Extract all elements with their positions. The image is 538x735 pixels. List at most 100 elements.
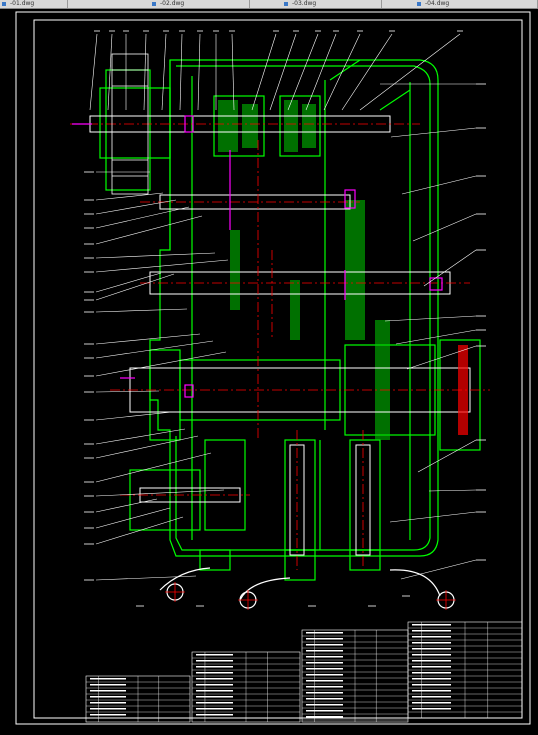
table-cell-text-placeholder [196,714,233,716]
leader-line [323,33,361,111]
pulley [111,53,149,195]
document-tab-3[interactable]: -03.dwg [282,0,382,8]
leader-line [251,33,277,111]
leader-line [401,175,477,195]
parts-list-rows [86,622,522,722]
table-cell-text-placeholder [306,698,343,700]
table-cell-text-placeholder [306,710,343,712]
leader-line [95,390,160,393]
table-cell-text-placeholder [196,690,233,692]
leader-line [179,33,183,111]
gear-sections [218,100,390,440]
sheet-inner-border [33,19,523,719]
leader-line [95,351,227,377]
leader-line [95,215,203,245]
cad-drawing-canvas[interactable] [0,9,538,731]
leader-line [428,489,477,492]
dwg-file-icon [2,2,6,6]
table-cell-text-placeholder [306,704,343,706]
table-cell-text-placeholder [90,684,126,686]
table-cell-text-placeholder [306,632,343,634]
dwg-file-icon [152,2,156,6]
part-leader-lines [89,33,477,581]
centerlines [70,123,490,570]
table-cell-text-placeholder [196,708,233,710]
leader-line [384,315,477,322]
table-cell-text-placeholder [412,636,451,638]
table-cell-text-placeholder [196,660,233,662]
leader-line [95,252,216,259]
table-cell-text-placeholder [90,714,126,716]
table-cell-text-placeholder [90,702,126,704]
leader-line [95,273,175,301]
table-cell-text-placeholder [196,654,233,656]
leader-line [231,33,235,111]
leader-line [341,33,393,111]
parts-list-entries [90,624,451,718]
table-cell-text-placeholder [196,678,233,680]
document-tab-2[interactable]: -02.dwg [150,0,250,8]
table-cell-text-placeholder [412,648,451,650]
table-cell-text-placeholder [412,690,451,692]
document-tab-1[interactable]: -01.dwg [0,0,68,8]
table-cell-text-placeholder [306,692,343,694]
document-tab-label: -03.dwg [292,0,317,7]
leader-line [406,345,477,370]
leader-line [95,192,164,201]
leader-line [95,340,214,359]
table-cell-text-placeholder [196,684,233,686]
leader-line [95,199,177,215]
leader-line [89,33,98,111]
leader-line [95,333,201,345]
table-cell-text-placeholder [306,680,343,682]
table-cell-text-placeholder [90,708,126,710]
table-cell-text-placeholder [196,702,233,704]
magenta-details [72,115,443,398]
table-cell-text-placeholder [412,702,451,704]
table-cell-text-placeholder [306,650,343,652]
leader-line [417,439,477,473]
table-cell-text-placeholder [306,662,343,664]
handle-centerlines [165,582,456,610]
leader-line [95,206,190,229]
sheet-outer-border [15,11,531,725]
table-cell-text-placeholder [412,684,451,686]
leader-line [400,559,477,580]
table-cell-text-placeholder [306,674,343,676]
table-cell-text-placeholder [412,678,451,680]
leader-line [95,452,212,483]
table-cell-text-placeholder [196,672,233,674]
leader-line [143,33,147,111]
table-cell-text-placeholder [306,638,343,640]
gearbox-assembly-drawing [15,11,531,725]
table-cell-text-placeholder [196,666,233,668]
leader-line [95,272,162,293]
table-cell-text-placeholder [90,678,126,680]
table-cell-text-placeholder [306,668,343,670]
document-tab-label: -01.dwg [10,0,35,7]
table-cell-text-placeholder [412,672,451,674]
table-cell-text-placeholder [306,644,343,646]
table-cell-text-placeholder [412,654,451,656]
leader-line [287,33,319,111]
table-cell-text-placeholder [90,690,126,692]
table-cell-text-placeholder [90,696,126,698]
table-cell-text-placeholder [306,716,343,718]
leader-line [95,435,199,459]
document-tab-label: -04.dwg [425,0,450,7]
dwg-file-icon [284,2,288,6]
leader-line [395,329,477,345]
leader-line [269,33,297,111]
document-tab-bar: -01.dwg -02.dwg -03.dwg -04.dwg [0,0,538,9]
leader-line [95,516,184,545]
shafts [89,115,471,556]
leader-line [95,428,186,445]
table-cell-text-placeholder [196,696,233,698]
handles [159,567,455,609]
document-tab-4[interactable]: -04.dwg [415,0,538,8]
table-cell-text-placeholder [412,708,451,710]
table-cell-text-placeholder [412,660,451,662]
leader-line [95,498,158,513]
leader-line [423,249,477,287]
leader-line [95,507,171,529]
